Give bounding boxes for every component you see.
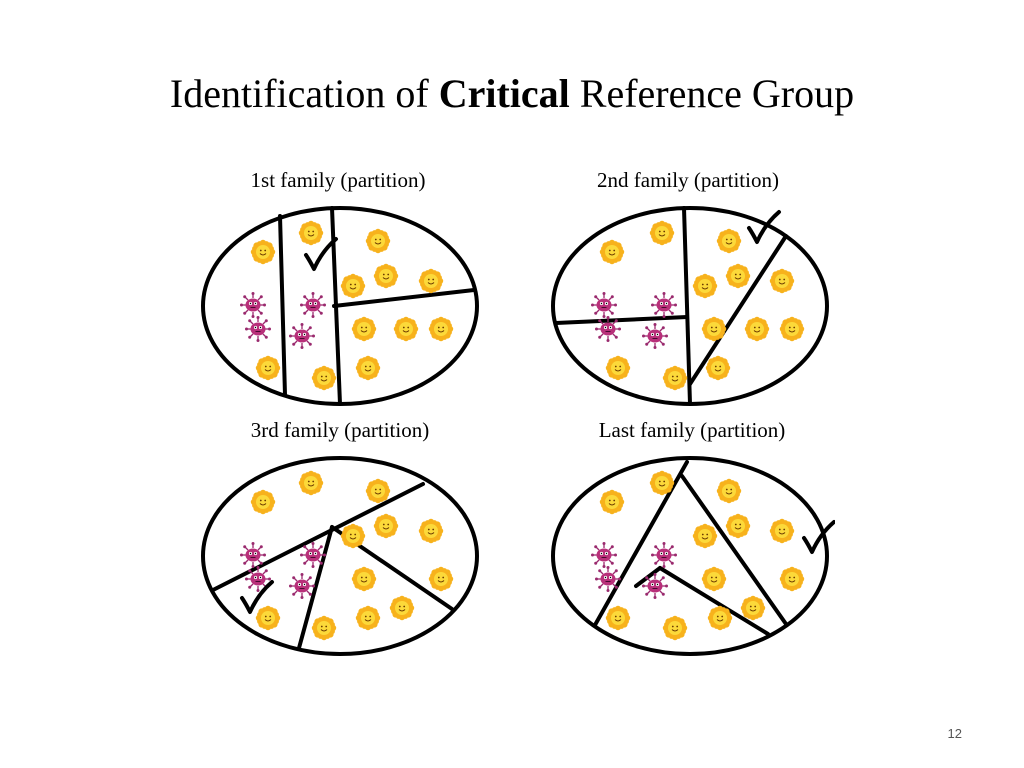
partition-diagram-1 [201,206,479,406]
title-part-1: Identification of [169,71,439,116]
partition-diagram-4 [551,456,835,656]
partition-lines [593,460,788,636]
population-ellipse [551,456,829,656]
partition-lines [554,206,788,406]
title-part-2: Reference Group [569,71,855,116]
sun-face-icon [599,470,805,641]
caption-family-3: 3rd family (partition) [250,418,430,442]
title-bold-word: Critical [438,71,570,116]
partition-diagram-3 [201,456,479,656]
partition-diagram-2 [551,206,829,406]
population-ellipse [201,456,479,656]
slide-title: Identification of Critical Reference Gro… [0,70,1024,118]
caption-family-1: 1st family (partition) [250,168,426,192]
caption-family-4: Last family (partition) [598,418,786,442]
page-number: 12 [947,726,962,741]
caption-family-2: 2nd family (partition) [597,168,779,192]
